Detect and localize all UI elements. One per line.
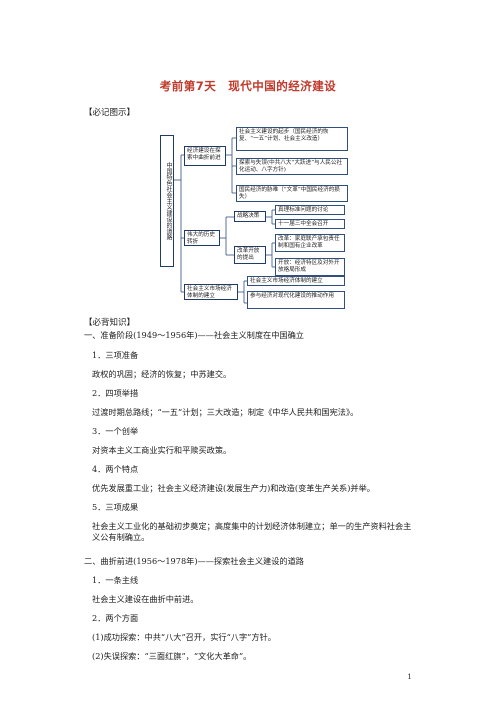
paragraph-12: 二、曲折前进(1956～1978年)——探索社会主义建设的道路	[84, 556, 304, 566]
paragraph-14: 社会主义建设在曲折中前进。	[92, 594, 199, 604]
page-number: 1	[407, 672, 412, 681]
paragraph-8: 4．两个特点	[92, 464, 139, 474]
paragraph-10: 5．三项成果	[92, 502, 139, 512]
diagram-node-economic-crisis: 国民经济的胁难（“文革”中国民经济的损失）	[236, 185, 348, 202]
paragraph-1: 一、准备阶段(1949～1956年)——社会主义制度在中国确立	[84, 330, 304, 340]
paragraph-11: 社会主义工业化的基础初步奠定；高度集中的计划经济体制建立；单一的生产资料社会主义…	[92, 521, 412, 542]
section-label-diagram: 【必记图示】	[84, 108, 136, 118]
diagram-node-reform-content: 改革：家庭联产承包责任制和国有企业改革	[275, 234, 345, 252]
diagram-node-market-economy: 社会主义市场经济体制的建立	[184, 284, 238, 300]
diagram-node-socialism-start: 社会主义建设的起步（国民经济的恢复、“一五”计划、社会主义改造）	[236, 127, 348, 151]
diagram-node-modernization-role: 参与经济对现代化建设的推动作用	[247, 291, 345, 309]
diagram-node-exploration-mistakes: 探索与失误(中共八大“大跃进”与人民公社化运动、八字方针)	[236, 158, 348, 175]
section-label-knowledge: 【必背知识】	[84, 318, 136, 328]
paragraph-13: 1．一条主线	[92, 575, 139, 585]
diagram-root-node: 中国特色社会主义建设的道路	[160, 135, 174, 267]
paragraph-6: 3．一个创举	[92, 426, 139, 436]
diagram-node-reform-opening: 改革开放的提出	[234, 246, 266, 264]
paragraph-4: 2．四项举措	[92, 388, 139, 398]
diagram-node-turning-point: 伟大的历史转折	[184, 230, 220, 246]
paragraph-9: 优先发展重工业；社会主义经济建设(发展生产力)和改造(变革生产关系)并举。	[92, 483, 375, 493]
diagram-node-opening-content: 开放：经济特区及对外开放格局形成	[275, 258, 345, 276]
paragraph-5: 过渡时期总路线；“一五”计划；三大改造；制定《中华人民共和国宪法》。	[92, 407, 359, 417]
paragraph-2: 1．三项准备	[92, 350, 139, 360]
diagram-node-truth-criterion: 真理标准问题的讨论	[275, 205, 345, 215]
paragraph-3: 政权的巩固；经济的恢复；中苏建交。	[92, 369, 232, 379]
page-title: 考前第7天 现代中国的经济建设	[159, 79, 337, 93]
paragraph-16: (1)成功探索：中共“八大”召开，实行“八字”方针。	[92, 632, 276, 642]
diagram-node-market-system: 社会主义市场经济体制的建立	[247, 276, 345, 286]
paragraph-7: 对资本主义工商业实行和平赎买政策。	[92, 445, 232, 455]
paragraph-17: (2)失误探索：“三面红旗”，“文化大革命”。	[92, 651, 252, 661]
diagram-node-exploration: 经济建设在探索中曲折前进	[184, 146, 226, 166]
diagram-node-third-plenum: 十一届三中全会召开	[275, 219, 345, 229]
paragraph-15: 2．两个方面	[92, 613, 139, 623]
diagram-node-strategy: 战略决策	[234, 211, 266, 222]
